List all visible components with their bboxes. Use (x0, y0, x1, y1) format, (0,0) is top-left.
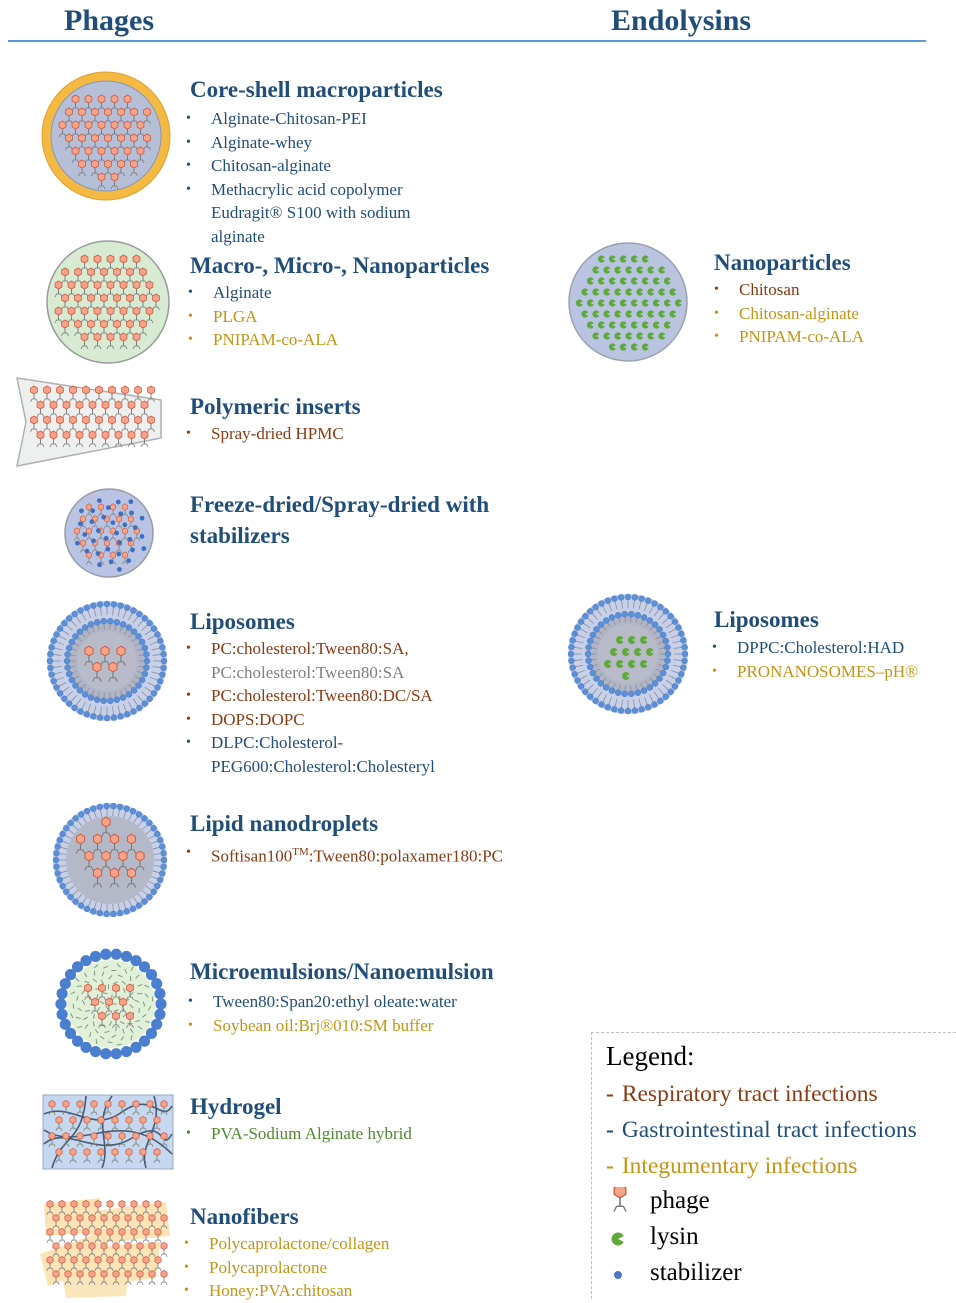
list-item: PLGA (188, 305, 338, 329)
list-item-text: :Tween80:polaxamer180:PC (309, 847, 503, 866)
hydrogel-list: PVA-Sodium Alginate hybrid (186, 1122, 412, 1146)
list-item: Chitosan (714, 278, 864, 302)
list-item: DLPC:Cholesterol- (186, 731, 435, 755)
nanofibers-list: Polycaprolactone/collagen Polycaprolacto… (184, 1232, 389, 1303)
nanofiber-icon (40, 1194, 174, 1298)
endolysin-liposomes-title: Liposomes (714, 604, 819, 635)
legend: Legend: -Respiratory tract infections -G… (591, 1032, 956, 1299)
core-shell-title: Core-shell macroparticles (190, 74, 443, 105)
lipid-nanodroplets-title: Lipid nanodroplets (190, 808, 378, 839)
legend-dash: - (606, 1081, 614, 1107)
polymeric-inserts-list: Spray-dried HPMC (186, 422, 344, 446)
macro-micro-nanoparticle-icon (44, 238, 172, 366)
hydrogel-icon (42, 1094, 174, 1170)
phages-header: Phages (64, 4, 154, 38)
endolysin-nanoparticles-title: Nanoparticles (714, 247, 851, 278)
lysin-icon (606, 1227, 634, 1255)
list-item: DOPS:DOPC (186, 708, 435, 732)
list-item: Methacrylic acid copolymer (186, 178, 410, 202)
list-item: PVA-Sodium Alginate hybrid (186, 1122, 412, 1146)
list-item: PNIPAM-co-ALA (714, 325, 864, 349)
list-item-continuation: PEG600:Cholesterol:Cholesteryl (186, 755, 435, 779)
list-item: Softisan100TM:Tween80:polaxamer180:PC (186, 841, 503, 868)
legend-stabilizer-label: stabilizer (650, 1259, 742, 1287)
hydrogel-title: Hydrogel (190, 1091, 282, 1122)
microemulsions-title: Microemulsions/Nanoemulsion (190, 956, 494, 987)
list-item: Honey:PVA:chitosan (184, 1279, 389, 1303)
list-item: PRONANOSOMES–pH® (712, 660, 918, 684)
endolysin-nanoparticle-icon (566, 240, 690, 364)
stabilizer-icon (606, 1263, 634, 1291)
trademark-superscript: TM (292, 846, 309, 858)
list-item: Tween80:Span20:ethyl oleate:water (188, 990, 457, 1014)
core-shell-list: Alginate-Chitosan-PEI Alginate-whey Chit… (186, 107, 410, 248)
freeze-dried-title-line2: stabilizers (190, 520, 290, 551)
macro-micro-title: Macro-, Micro-, Nanoparticles (190, 250, 489, 281)
phage-liposome-icon (44, 598, 170, 724)
legend-dash: - (606, 1117, 614, 1143)
endolysin-liposome-icon (566, 592, 690, 716)
list-item: Polycaprolactone/collagen (184, 1232, 389, 1256)
list-item: Alginate-Chitosan-PEI (186, 107, 410, 131)
legend-dash: - (606, 1153, 614, 1179)
endolysin-liposomes-list: DPPC:Cholesterol:HAD PRONANOSOMES–pH® (712, 636, 918, 683)
lipid-nanodroplet-icon (50, 800, 170, 920)
endolysins-header: Endolysins (611, 4, 751, 38)
list-item: Polycaprolactone (184, 1256, 389, 1280)
phage-liposomes-list: PC:cholesterol:Tween80:SA, PC:cholestero… (186, 637, 435, 778)
list-item: Chitosan-alginate (714, 302, 864, 326)
list-item-continuation: Eudragit® S100 with sodium (186, 201, 410, 225)
legend-lysin-label: lysin (650, 1223, 699, 1251)
list-item: PC:cholesterol:Tween80:SA, (186, 637, 435, 661)
macro-micro-list: Alginate PLGA PNIPAM-co-ALA (188, 281, 338, 352)
list-item: DPPC:Cholesterol:HAD (712, 636, 918, 660)
phage-icon (606, 1187, 634, 1227)
legend-phage-label: phage (650, 1187, 710, 1215)
list-item: Soybean oil:Brj®010:SM buffer (188, 1014, 457, 1038)
legend-label: Gastrointestinal tract infections (622, 1117, 917, 1143)
freeze-dried-icon (62, 486, 156, 580)
legend-label: Integumentary infections (622, 1153, 858, 1179)
freeze-dried-title: Freeze-dried/Spray-dried with (190, 489, 489, 520)
list-item: PNIPAM-co-ALA (188, 328, 338, 352)
list-item: Chitosan-alginate (186, 154, 410, 178)
legend-respiratory: -Respiratory tract infections (606, 1081, 878, 1108)
microemulsion-icon (50, 948, 172, 1060)
phage-liposomes-title: Liposomes (190, 606, 295, 637)
header-rule (8, 40, 926, 42)
legend-gastrointestinal: -Gastrointestinal tract infections (606, 1117, 917, 1144)
list-item-continuation: alginate (186, 225, 410, 249)
list-item: PC:cholesterol:Tween80:DC/SA (186, 684, 435, 708)
polymeric-insert-icon (14, 374, 164, 470)
legend-label: Respiratory tract infections (622, 1081, 878, 1107)
list-item-continuation: PC:cholesterol:Tween80:SA (186, 661, 435, 685)
nanofibers-title: Nanofibers (190, 1201, 299, 1232)
list-item: Spray-dried HPMC (186, 422, 344, 446)
list-item: Alginate (188, 281, 338, 305)
lipid-nanodroplets-list: Softisan100TM:Tween80:polaxamer180:PC (186, 841, 503, 868)
legend-title: Legend: (606, 1041, 694, 1072)
list-item-text: Softisan100 (211, 847, 292, 866)
endolysin-nanoparticles-list: Chitosan Chitosan-alginate PNIPAM-co-ALA (714, 278, 864, 349)
core-shell-icon (38, 68, 174, 204)
microemulsions-list: Tween80:Span20:ethyl oleate:water Soybea… (188, 990, 457, 1037)
list-item: Alginate-whey (186, 131, 410, 155)
legend-integumentary: -Integumentary infections (606, 1153, 857, 1180)
polymeric-inserts-title: Polymeric inserts (190, 391, 361, 422)
